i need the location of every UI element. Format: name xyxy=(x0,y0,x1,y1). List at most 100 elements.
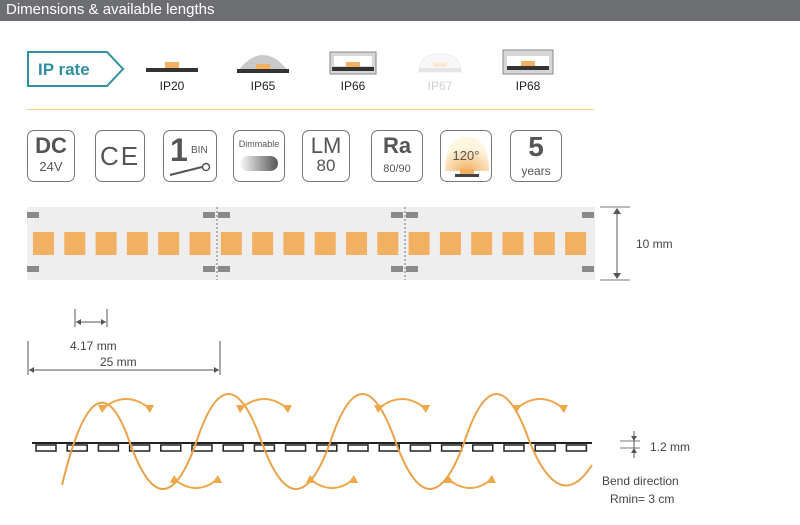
led-chip xyxy=(408,232,430,255)
solder-pad xyxy=(406,212,418,218)
bend-segment xyxy=(128,444,151,452)
led-chip xyxy=(95,232,117,255)
ra-badge: Ra 80/90 xyxy=(371,130,423,182)
led-pitch-label: 4.17 mm xyxy=(70,339,117,353)
led-chip xyxy=(126,232,148,255)
bend-segment xyxy=(97,444,120,452)
bin-badge: 1 BIN xyxy=(163,130,217,182)
solder-pad xyxy=(218,266,230,272)
led-chips xyxy=(33,232,587,255)
bend-diagram xyxy=(32,393,640,490)
led-chip xyxy=(533,232,555,255)
dimmable-label: Dimmable xyxy=(238,139,280,149)
ip20-caption: IP20 xyxy=(159,79,185,93)
bend-segment xyxy=(66,444,88,452)
ip65-icon xyxy=(237,55,289,73)
ce-badge: CE xyxy=(95,130,145,182)
ip-rate-label: IP rate xyxy=(38,60,90,79)
section-header: Dimensions & available lengths xyxy=(0,0,800,21)
bend-strip-segments xyxy=(35,444,588,452)
lm-value: 80 xyxy=(316,156,336,175)
bend-segment xyxy=(565,444,588,452)
dimmer-gradient-icon xyxy=(240,156,278,171)
ip68-item: IP68 xyxy=(493,48,563,93)
warranty-years-label: years xyxy=(521,164,551,178)
dimmable-badge: Dimmable xyxy=(233,130,285,182)
solder-pad xyxy=(582,266,594,272)
led-chip xyxy=(439,232,461,255)
bin-label: BIN xyxy=(191,145,208,156)
ip65-caption: IP65 xyxy=(250,79,276,93)
solder-pads xyxy=(27,212,594,272)
solder-pad xyxy=(582,212,594,218)
led-chip xyxy=(64,232,86,255)
bin-bracket-icon xyxy=(169,162,211,176)
led-chip xyxy=(252,232,274,255)
led-chip xyxy=(33,232,54,255)
ip20-icon xyxy=(146,62,198,72)
ip68-caption: IP68 xyxy=(515,79,541,93)
led-chip xyxy=(565,232,587,255)
solder-pad xyxy=(218,212,230,218)
bend-segment xyxy=(347,444,369,452)
warranty-years-number: 5 xyxy=(528,131,544,162)
ce-mark: CE xyxy=(99,141,141,171)
bend-wave xyxy=(61,393,593,490)
ra-label: Ra xyxy=(382,133,412,158)
bend-segment xyxy=(222,444,244,452)
led-strip-diagram xyxy=(27,206,630,281)
led-chip xyxy=(502,232,524,255)
voltage-label: 24V xyxy=(39,159,63,174)
led-chip xyxy=(471,232,493,255)
solder-pad xyxy=(391,212,403,218)
strip-body xyxy=(27,207,595,280)
separator-line xyxy=(27,109,594,110)
bend-radius-label: Rmin= 3 cm xyxy=(610,492,675,506)
led-chip xyxy=(189,232,211,255)
ip67-item: IP67 xyxy=(405,48,475,93)
led-chip xyxy=(377,232,399,255)
solder-pad xyxy=(391,266,403,272)
bend-segment xyxy=(378,444,400,452)
beam-angle-icon xyxy=(445,137,489,177)
ip-rate-arrow-icon xyxy=(27,51,125,87)
bend-segment xyxy=(409,444,432,452)
bend-segment xyxy=(472,444,494,452)
lm-label: LM xyxy=(310,133,342,158)
solder-pad xyxy=(27,266,39,272)
beam-angle-badge: 120° xyxy=(440,130,492,182)
lm80-badge: LM 80 xyxy=(302,130,350,182)
beam-angle-label: 120° xyxy=(452,148,480,163)
solder-pad xyxy=(406,266,418,272)
bend-direction-label: Bend direction xyxy=(602,474,679,488)
dc-24v-badge: DC 24V xyxy=(27,130,75,182)
bin-number: 1 xyxy=(170,132,188,168)
dc-label: DC xyxy=(35,133,67,158)
cut-length-label: 25 mm xyxy=(100,355,137,369)
ip66-item: IP66 xyxy=(318,48,388,93)
ip65-item: IP65 xyxy=(228,48,298,93)
section-title: Dimensions & available lengths xyxy=(6,1,215,18)
thickness-label: 1.2 mm xyxy=(650,440,691,454)
width-label: 10 mm xyxy=(636,237,673,251)
bend-segment xyxy=(503,444,525,452)
warranty-badge: 5 years xyxy=(510,130,562,182)
ra-value: 80/90 xyxy=(383,163,411,175)
led-chip xyxy=(283,232,305,255)
ip20-item: IP20 xyxy=(137,48,207,93)
ip66-caption: IP66 xyxy=(340,79,366,93)
pitch-dimension-lines xyxy=(27,309,221,375)
bend-segment xyxy=(440,444,463,452)
solder-pad xyxy=(203,266,215,272)
ip67-caption: IP67 xyxy=(427,79,453,93)
ip68-icon xyxy=(502,49,554,75)
bend-segment xyxy=(191,444,213,452)
led-chip xyxy=(346,232,367,255)
led-chip xyxy=(158,232,180,255)
led-chip xyxy=(314,232,336,255)
ip66-icon xyxy=(329,51,377,75)
ip67-icon xyxy=(418,53,462,73)
bend-segment xyxy=(284,444,307,452)
bend-segment xyxy=(35,444,57,452)
bend-segment xyxy=(160,444,182,452)
